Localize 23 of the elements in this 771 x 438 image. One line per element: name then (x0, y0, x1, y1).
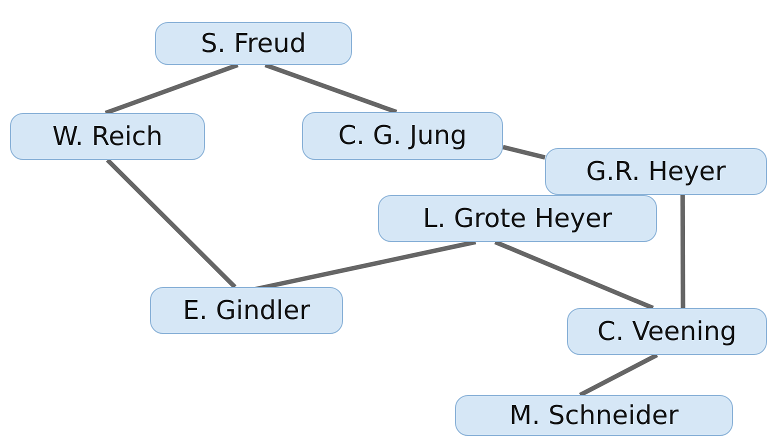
connector-line (264, 62, 398, 114)
name-box (10, 113, 205, 160)
name-box (155, 22, 352, 65)
connector-line (579, 353, 658, 397)
name-box (150, 287, 343, 334)
person-name: L. Grote Heyer (422, 204, 612, 234)
connector-line (680, 195, 686, 308)
person-name: M. Schneider (509, 400, 679, 430)
connector-line (502, 144, 546, 160)
person-name: S. Freud (200, 28, 306, 58)
person-name: E. Gindler (182, 296, 310, 326)
connector-line (104, 62, 238, 116)
name-box (378, 195, 657, 242)
person-name: C. G. Jung (338, 121, 467, 151)
person-name: W. Reich (52, 122, 163, 152)
person-name: G.R. Heyer (586, 156, 726, 186)
connector-line (494, 240, 654, 310)
name-box (455, 395, 733, 436)
connector-line (106, 158, 236, 289)
name-box (545, 148, 767, 195)
person-name: C. Veening (597, 316, 737, 346)
name-box (567, 308, 767, 355)
name-box (302, 112, 503, 160)
